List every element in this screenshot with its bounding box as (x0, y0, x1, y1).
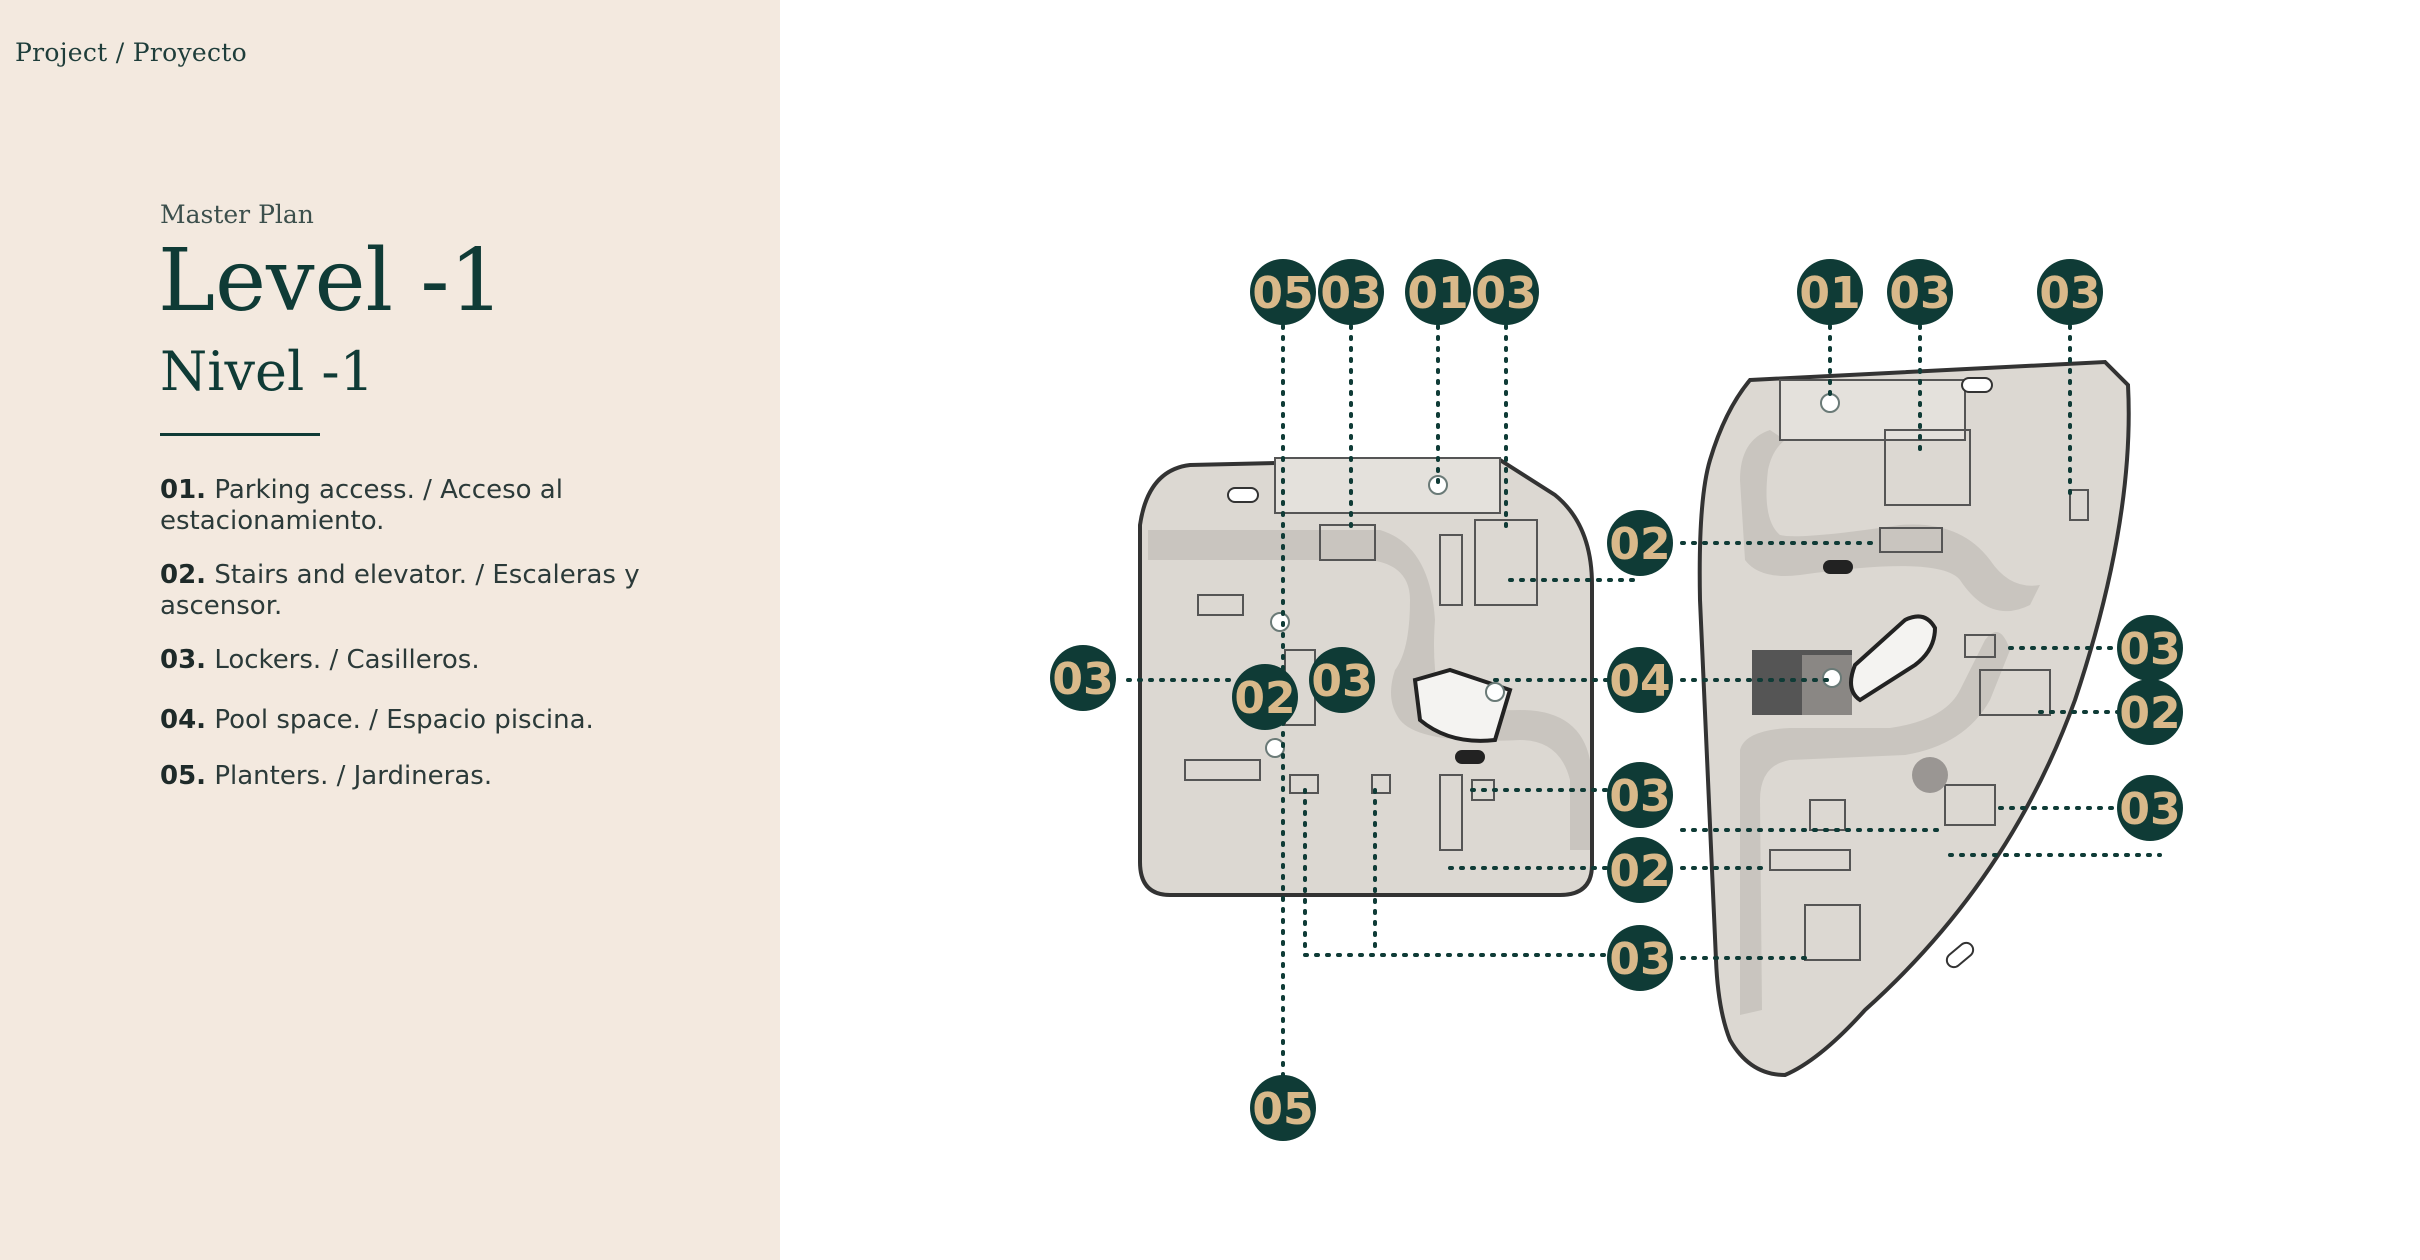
legend-item: 02. Stairs and elevator. / Escaleras y a… (160, 560, 660, 622)
legend-item: 01. Parking access. / Acceso al estacion… (160, 475, 660, 537)
svg-text:03: 03 (1311, 656, 1372, 707)
marker-05-top: 05 (1250, 259, 1316, 325)
svg-text:03: 03 (2039, 268, 2100, 319)
page-subtitle: Master Plan (160, 200, 314, 229)
legend-text: Pool space. / Espacio piscina. (206, 705, 594, 735)
legend-text: Stairs and elevator. / Escaleras y ascen… (160, 560, 640, 621)
marker-05-bottom: 05 (1250, 1075, 1316, 1141)
legend-number: 04. (160, 705, 207, 735)
marker-03-top: 03 (1318, 259, 1384, 325)
marker-03-top: 03 (1887, 259, 1953, 325)
legend-number: 01. (160, 475, 207, 505)
svg-text:03: 03 (1475, 268, 1536, 319)
svg-text:03: 03 (1320, 268, 1381, 319)
legend-text: Parking access. / Acceso al estacionamie… (160, 475, 563, 536)
legend-text: Planters. / Jardineras. (206, 761, 493, 791)
marker-04-center: 04 (1607, 647, 1673, 713)
legend-item: 05. Planters. / Jardineras. (160, 761, 660, 792)
legend-number: 02. (160, 560, 207, 590)
building-east (1697, 359, 2131, 1078)
svg-text:02: 02 (1609, 846, 1670, 897)
svg-text:05: 05 (1252, 268, 1313, 319)
marker-02-inner: 02 (1232, 664, 1298, 730)
svg-text:03: 03 (1609, 934, 1670, 985)
page-title: Level -1 (158, 231, 505, 331)
marker-02-center: 02 (1607, 837, 1673, 903)
title-divider (160, 433, 320, 436)
svg-text:01: 01 (1407, 268, 1468, 319)
marker-01-east: 01 (1797, 259, 1863, 325)
marker-03-top: 03 (2037, 259, 2103, 325)
svg-text:03: 03 (1052, 654, 1113, 705)
info-panel: Project / Proyecto Master Plan Level -1 … (0, 0, 780, 1260)
legend-item: 04. Pool space. / Espacio piscina. (160, 705, 660, 736)
svg-text:04: 04 (1609, 656, 1670, 707)
floor-plan-diagram: 05 03 01 03 01 03 03 02 03 02 03 04 03 0… (1050, 259, 2183, 1141)
marker-03-center: 03 (1607, 925, 1673, 991)
legend-text: Lockers. / Casilleros. (206, 645, 480, 675)
breadcrumb: Project / Proyecto (15, 38, 247, 67)
legend-number: 03. (160, 645, 207, 675)
legend-item: 03. Lockers. / Casilleros. (160, 645, 660, 676)
svg-text:03: 03 (1889, 268, 1950, 319)
svg-text:01: 01 (1799, 268, 1860, 319)
svg-text:03: 03 (1609, 771, 1670, 822)
svg-text:05: 05 (1252, 1084, 1313, 1135)
legend-number: 05. (160, 761, 207, 791)
marker-01-west: 01 (1405, 259, 1471, 325)
svg-text:02: 02 (1609, 519, 1670, 570)
svg-text:03: 03 (2119, 784, 2180, 835)
marker-03-top: 03 (1473, 259, 1539, 325)
page-title-es: Nivel -1 (160, 340, 375, 403)
marker-03-left: 03 (1050, 645, 1116, 711)
marker-03-inner: 03 (1309, 647, 1375, 713)
leader-lines (1126, 313, 2162, 1097)
svg-text:02: 02 (1234, 673, 1295, 724)
marker-02-center: 02 (1607, 510, 1673, 576)
marker-03-right: 03 (2117, 615, 2183, 681)
marker-03-right: 03 (2117, 775, 2183, 841)
marker-03-center: 03 (1607, 762, 1673, 828)
svg-text:03: 03 (2119, 624, 2180, 675)
svg-text:02: 02 (2119, 688, 2180, 739)
marker-02-right: 02 (2117, 679, 2183, 745)
